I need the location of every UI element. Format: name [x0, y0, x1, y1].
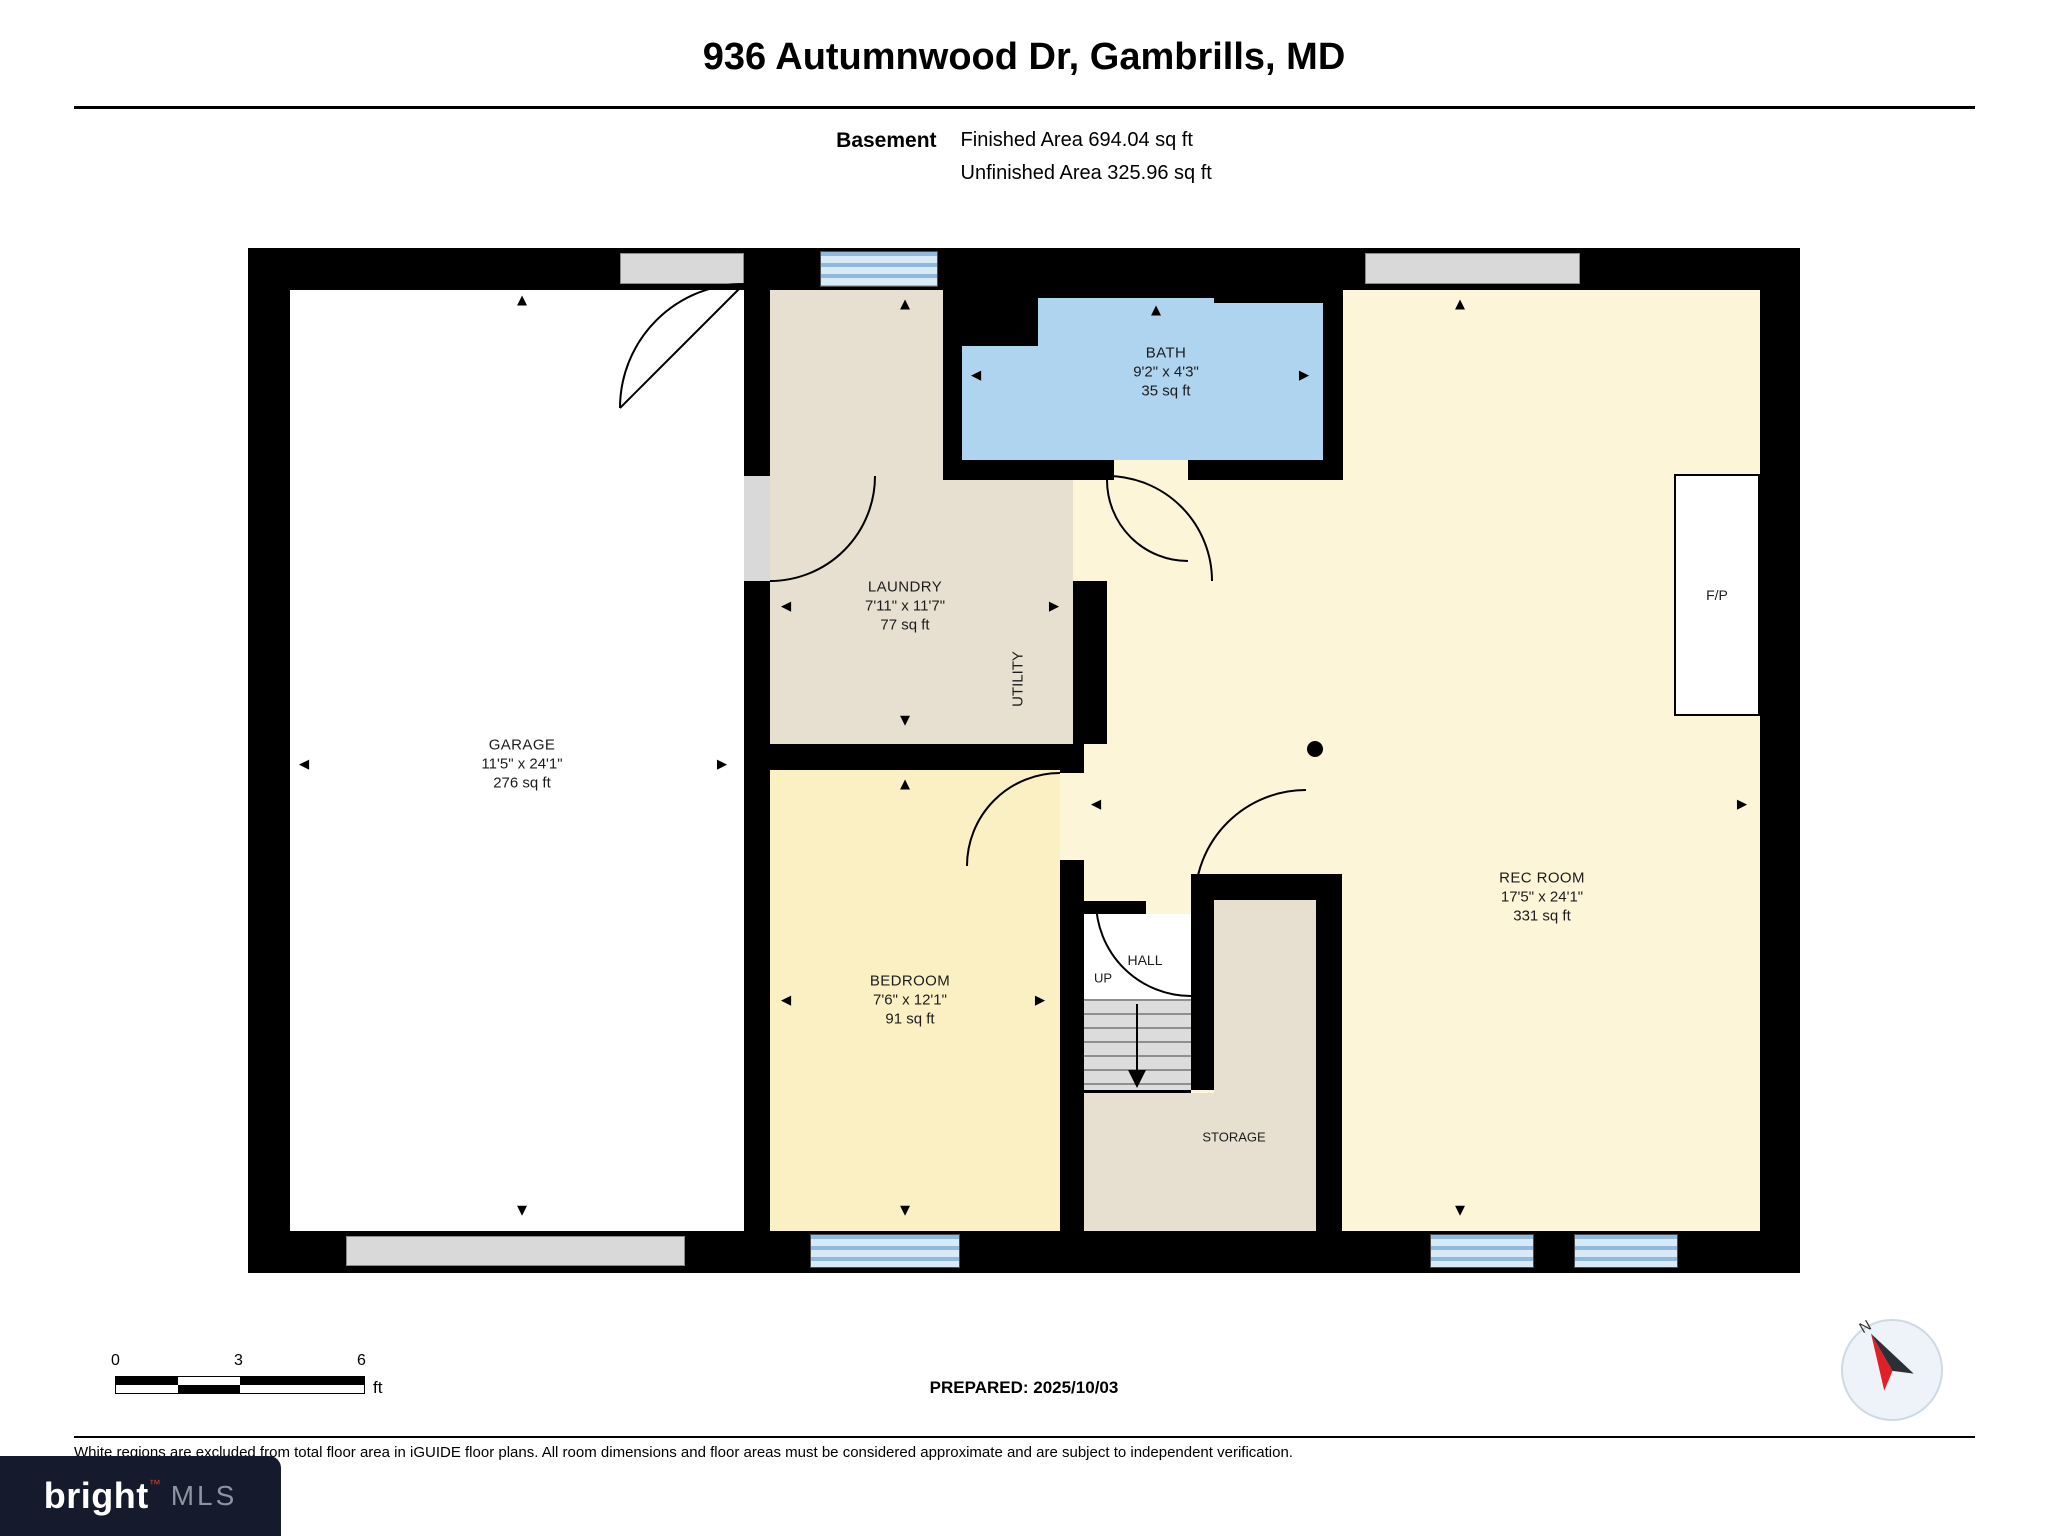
- label-bath: BATH 9'2" x 4'3" 35 sq ft: [1133, 344, 1199, 400]
- wall-storage-right: [1316, 874, 1342, 1231]
- camera-point-dot: [1307, 741, 1323, 757]
- room-storage-lower: [1084, 1093, 1316, 1231]
- level-summary: Basement Finished Area 694.04 sq ft Unfi…: [0, 124, 2048, 190]
- label-fireplace: F/P: [1706, 587, 1728, 603]
- arrow-right-icon: ►: [1045, 596, 1063, 616]
- brand-name: bright: [43, 1475, 149, 1516]
- label-storage: STORAGE: [1202, 1129, 1266, 1145]
- window-rec-bottom-1: [1430, 1234, 1534, 1268]
- arrow-right-icon: ►: [1031, 990, 1049, 1010]
- page-title: 936 Autumnwood Dr, Gambrills, MD: [702, 36, 1346, 78]
- label-utility: UTILITY: [1009, 651, 1027, 707]
- window-rec-bottom-2: [1574, 1234, 1678, 1268]
- prepared-date: PREPARED: 2025/10/03: [929, 1378, 1119, 1397]
- label-up: UP: [1093, 970, 1113, 986]
- label-bedroom: BEDROOM 7'6" x 12'1" 91 sq ft: [869, 972, 951, 1028]
- arrow-up-icon: ▲: [513, 290, 531, 310]
- window-bedroom-bottom: [810, 1234, 960, 1268]
- wall-laundry-rec: [1073, 581, 1107, 744]
- garage-overhead-door: [346, 1236, 685, 1266]
- scale-bar-graphic: [115, 1376, 365, 1394]
- scale-tick-6: 6: [357, 1352, 366, 1369]
- floorplan-canvas: GARAGE 11'5" x 24'1" 276 sq ft LAUNDRY 7…: [248, 248, 1800, 1273]
- label-rec-room: REC ROOM 17'5" x 24'1" 331 sq ft: [1499, 869, 1585, 925]
- stairs: [1084, 999, 1191, 1090]
- opening-bedroom: [1060, 773, 1084, 860]
- arrow-up-icon: ▲: [1451, 294, 1469, 314]
- label-hall: HALL: [1127, 952, 1163, 968]
- scale-tick-0: 0: [111, 1352, 120, 1369]
- header-divider: [74, 106, 1975, 109]
- fireplace-box: [1674, 474, 1760, 716]
- arrow-left-icon: ◄: [295, 754, 313, 774]
- garage-entry-door: [620, 253, 744, 284]
- compass-icon: N: [1841, 1317, 1943, 1421]
- scale-tick-3: 3: [234, 1352, 243, 1369]
- arrow-left-icon: ◄: [777, 596, 795, 616]
- arrow-down-icon: ▼: [513, 1200, 531, 1220]
- wall-storage-left: [1191, 874, 1214, 1090]
- room-bath-right: [1214, 303, 1323, 460]
- arrow-right-icon: ►: [713, 754, 731, 774]
- arrow-right-icon: ►: [1295, 365, 1313, 385]
- arrow-down-icon: ▼: [896, 1200, 914, 1220]
- arrow-down-icon: ▼: [1451, 1200, 1469, 1220]
- arrow-left-icon: ◄: [967, 365, 985, 385]
- arrow-up-icon: ▲: [896, 774, 914, 794]
- window-laundry-top: [820, 251, 938, 287]
- scale-unit: ft: [373, 1378, 383, 1397]
- opening-bath: [1114, 460, 1188, 480]
- label-laundry: LAUNDRY 7'11" x 11'7" 77 sq ft: [864, 578, 946, 634]
- scale-bar: 0 3 6 ft: [111, 1352, 415, 1402]
- stairs-bottom-line: [1084, 1090, 1191, 1093]
- window-rec-top: [1365, 253, 1580, 284]
- room-bath: [1038, 298, 1214, 460]
- room-garage: [290, 290, 744, 1231]
- arrow-left-icon: ◄: [777, 990, 795, 1010]
- opening-garage-laundry: [744, 476, 770, 581]
- level-label: Basement: [836, 129, 937, 152]
- arrow-up-icon: ▲: [1147, 300, 1165, 320]
- footer-divider: [74, 1436, 1975, 1438]
- arrow-down-icon: ▼: [896, 710, 914, 730]
- brand-mls: MLS: [170, 1480, 238, 1511]
- arrow-left-icon: ◄: [1087, 794, 1105, 814]
- label-garage: GARAGE 11'5" x 24'1" 276 sq ft: [481, 736, 563, 792]
- opening-laundry-rec: [1073, 480, 1107, 581]
- bright-mls-logo: bright ™ MLS: [0, 1456, 281, 1536]
- trademark-icon: ™: [148, 1477, 161, 1491]
- area-summary: Finished Area 694.04 sq ft Unfinished Ar…: [961, 124, 1212, 190]
- arrow-right-icon: ►: [1733, 794, 1751, 814]
- unfinished-area: Unfinished Area 325.96 sq ft: [960, 162, 1212, 184]
- room-bath-left: [962, 346, 1038, 460]
- disclaimer-text: White regions are excluded from total fl…: [74, 1444, 1293, 1461]
- finished-area: Finished Area 694.04 sq ft: [960, 129, 1193, 151]
- arrow-up-icon: ▲: [896, 294, 914, 314]
